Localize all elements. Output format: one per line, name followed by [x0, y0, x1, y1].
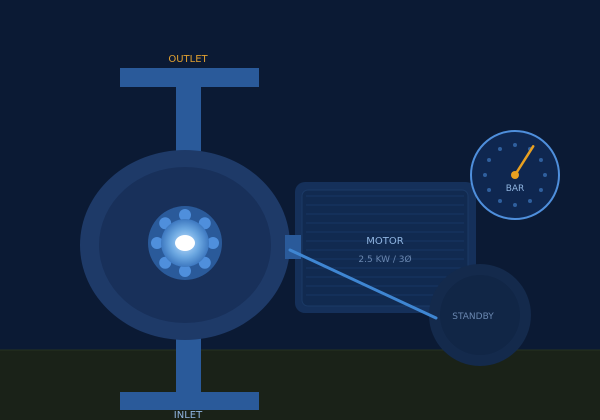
drive-link: [288, 248, 438, 320]
inlet-label: INLET: [174, 410, 203, 420]
impeller-blades: [151, 209, 219, 277]
gauge-tick: [538, 158, 543, 162]
impeller-blade: [207, 237, 219, 249]
status-face: [440, 275, 520, 355]
gauge-tick: [538, 188, 543, 192]
status-label: STANDBY: [452, 312, 494, 322]
gauge-pivot: [511, 171, 519, 179]
gauge-tick: [483, 173, 487, 177]
gauge-unit-label: BAR: [506, 184, 525, 194]
motor: [295, 182, 476, 313]
gauge-tick: [487, 158, 492, 162]
gauge-tick: [513, 203, 517, 207]
gauge-needle: [513, 145, 535, 177]
gauge-tick: [528, 198, 532, 203]
inlet-stem: [176, 332, 201, 394]
pressure-gauge: [470, 130, 560, 220]
motor-cooling-fins: [306, 195, 464, 296]
inlet-pipe: [120, 332, 259, 410]
motor-label: MOTOR: [366, 236, 403, 247]
gauge-tick: [498, 198, 502, 203]
outlet-flange: [120, 68, 259, 87]
outlet-label: OUTLET: [168, 54, 208, 65]
motor-spec-label: 2.5 KW / 3Ø: [358, 254, 411, 265]
gauge-tick: [513, 143, 517, 147]
outlet-stem: [176, 86, 201, 156]
impeller-core: [175, 235, 195, 251]
floor: [0, 350, 600, 420]
inlet-flange: [120, 392, 259, 410]
gauge-tick: [498, 147, 502, 152]
gauge-tick: [543, 173, 547, 177]
gauge-ticks: [483, 143, 547, 207]
impeller-blade: [151, 237, 163, 249]
status-indicator: [429, 264, 531, 366]
gauge-tick: [487, 188, 492, 192]
impeller: [148, 206, 222, 280]
impeller-blade: [179, 209, 191, 221]
impeller-blade: [179, 265, 191, 277]
outlet-pipe: [120, 68, 259, 156]
